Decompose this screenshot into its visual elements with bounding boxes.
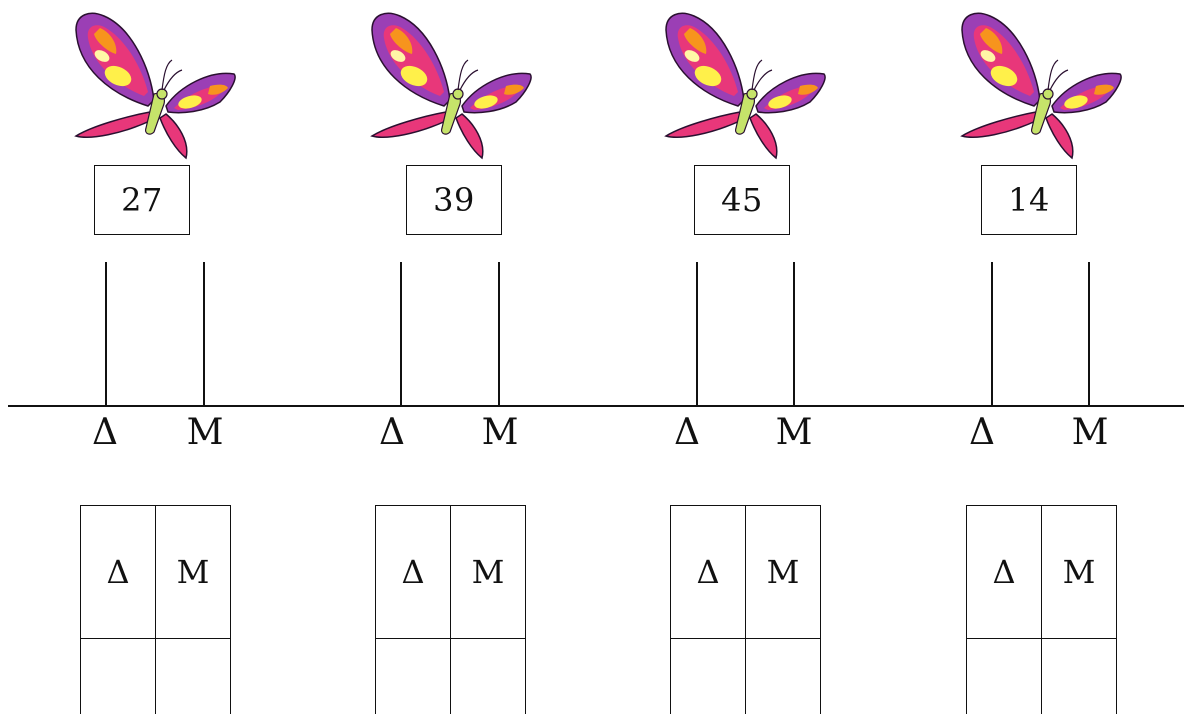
number-box: 39	[406, 165, 502, 235]
tens-axis-label: Δ	[952, 412, 1012, 453]
units-header: Μ	[746, 506, 821, 639]
units-answer-cell[interactable]	[746, 639, 821, 714]
units-header: Μ	[1042, 506, 1117, 639]
tens-rod	[696, 262, 698, 407]
tens-header: Δ	[967, 506, 1042, 639]
butterfly-icon	[956, 8, 1126, 160]
units-rod	[1088, 262, 1090, 407]
tens-header: Δ	[671, 506, 746, 639]
tens-answer-cell[interactable]	[671, 639, 746, 714]
units-rod	[498, 262, 500, 407]
tens-axis-label: Δ	[362, 412, 422, 453]
units-rod	[793, 262, 795, 407]
place-value-table: Δ Μ	[966, 505, 1117, 714]
place-value-table: Δ Μ	[670, 505, 821, 714]
tens-answer-cell[interactable]	[967, 639, 1042, 714]
number-box: 45	[694, 165, 790, 235]
units-answer-cell[interactable]	[1042, 639, 1117, 714]
units-answer-cell[interactable]	[451, 639, 526, 714]
exercise-group: 14 Δ Μ Δ Μ	[0, 0, 300, 713]
place-value-table: Δ Μ	[375, 505, 526, 714]
tens-answer-cell[interactable]	[376, 639, 451, 714]
tens-rod	[991, 262, 993, 407]
butterfly-icon	[660, 8, 830, 160]
tens-rod	[400, 262, 402, 407]
tens-header: Δ	[376, 506, 451, 639]
units-axis-label: Μ	[470, 412, 530, 453]
butterfly-icon	[366, 8, 536, 160]
units-axis-label: Μ	[764, 412, 824, 453]
units-header: Μ	[451, 506, 526, 639]
tens-axis-label: Δ	[657, 412, 717, 453]
units-axis-label: Μ	[1060, 412, 1120, 453]
number-box: 14	[981, 165, 1077, 235]
